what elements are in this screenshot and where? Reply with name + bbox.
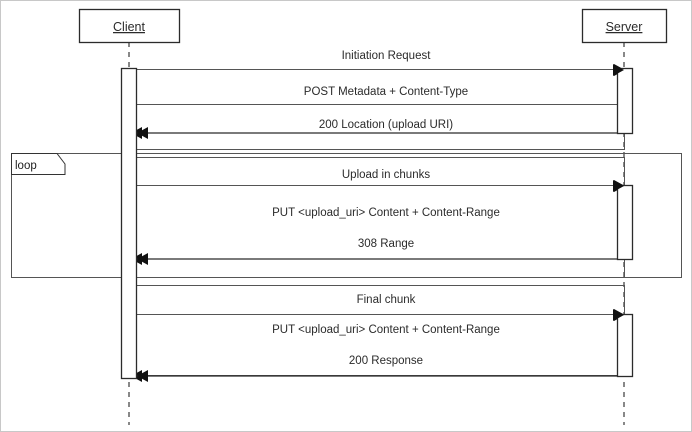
arrow-head-request-1-top: [613, 64, 624, 76]
arrow-head-request-2-top: [613, 180, 624, 192]
message-label-put-final: PUT <upload_uri> Content + Content-Range: [272, 324, 500, 336]
message-label-200-response: 200 Response: [349, 355, 423, 367]
message-label-put-chunk: PUT <upload_uri> Content + Content-Range: [272, 207, 500, 219]
loop-fragment-label: loop: [15, 160, 37, 172]
arrow-head-request-3-top: [613, 309, 624, 321]
activation-bar-client: [120, 67, 138, 380]
arrow-head-response-3-top: [137, 370, 148, 382]
message-group-label-initiation: Initiation Request: [342, 50, 432, 62]
activation-bar-server-2: [616, 184, 634, 261]
message-label-200-location: 200 Location (upload URI): [319, 119, 453, 131]
activation-bar-server-3: [616, 313, 634, 378]
arrow-head-response-1-top: [137, 127, 148, 139]
activation-bar-server-1: [616, 67, 634, 135]
message-label-308-range: 308 Range: [358, 238, 414, 250]
participant-label-server: Server: [606, 20, 643, 34]
message-group-initiation: [129, 69, 625, 150]
participant-box-server[interactable]: [581, 8, 668, 44]
loop-fragment-tab: [11, 153, 66, 175]
participant-box-client[interactable]: [78, 8, 181, 44]
message-group-label-final-chunk: Final chunk: [357, 294, 416, 306]
participant-label-client: Client: [113, 20, 145, 34]
arrow-head-response-2-top: [137, 253, 148, 265]
message-label-post-metadata: POST Metadata + Content-Type: [304, 86, 468, 98]
message-group-label-upload-chunks: Upload in chunks: [342, 169, 430, 181]
